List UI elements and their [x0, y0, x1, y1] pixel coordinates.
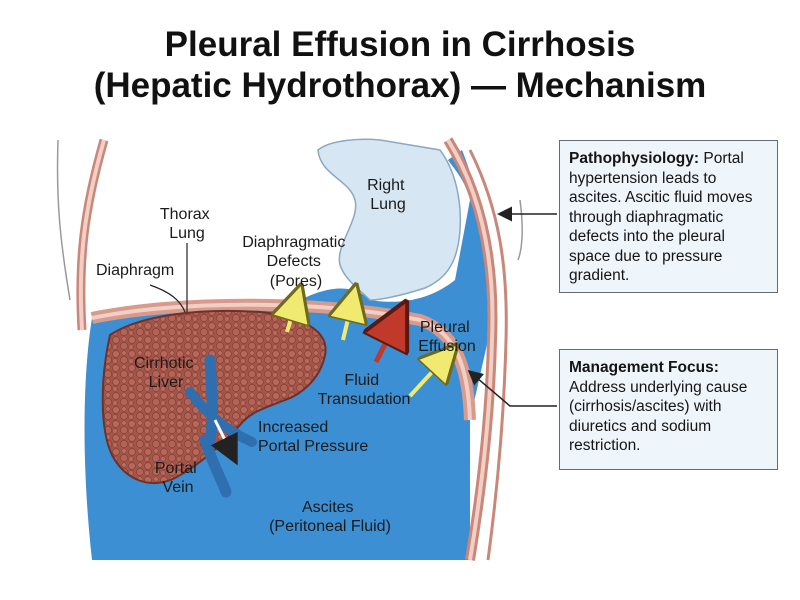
pathophysiology-text: Portal hypertension leads to ascites. As…: [569, 150, 753, 284]
pathophysiology-heading: Pathophysiology:: [569, 150, 700, 167]
ascites-label: Ascites (Peritoneal Fluid): [269, 499, 391, 535]
cirrhotic-liver-label: Cirrhotic Liver: [134, 355, 198, 391]
transudation-arrow-1: [287, 302, 296, 333]
management-heading: Management Focus:: [569, 359, 719, 376]
body-outline-right: [517, 199, 523, 261]
mgmt-pointer: [467, 370, 557, 407]
pressure-arrow: [376, 322, 396, 364]
diaphragm-leader: [149, 284, 186, 313]
title-line-2: (Hepatic Hydrothorax) — Mechanism: [93, 66, 707, 105]
page-title: Pleural Effusion in Cirrhosis (Hepatic H…: [0, 24, 800, 106]
pleural-effusion-label: Pleural Effusion: [418, 319, 476, 355]
pathophysiology-box: Pathophysiology: Portal hypertension lea…: [559, 140, 778, 293]
fluid-transudation-label: Fluid Transudation: [318, 372, 411, 408]
thorax-lung-label: Thorax Lung: [160, 206, 214, 242]
transudation-arrow-2: [343, 302, 352, 341]
diaphragmatic-defects-label: Diaphragmatic Defects (Pores): [242, 234, 350, 290]
transudation-arrow-3: [408, 358, 445, 398]
body-outline-left: [56, 139, 71, 301]
right-lung: [317, 138, 462, 301]
management-text: Address underlying cause (cirrhosis/asci…: [569, 378, 748, 455]
diaphragm-label: Diaphragm: [96, 262, 174, 279]
increased-portal-pressure-label: Increased Portal Pressure: [258, 419, 368, 455]
management-box: Management Focus: Address underlying cau…: [559, 349, 778, 470]
title-line-1: Pleural Effusion in Cirrhosis: [164, 25, 636, 64]
portal-vein-label: Portal Vein: [155, 460, 201, 496]
right-lung-label: Right Lung: [367, 177, 409, 213]
